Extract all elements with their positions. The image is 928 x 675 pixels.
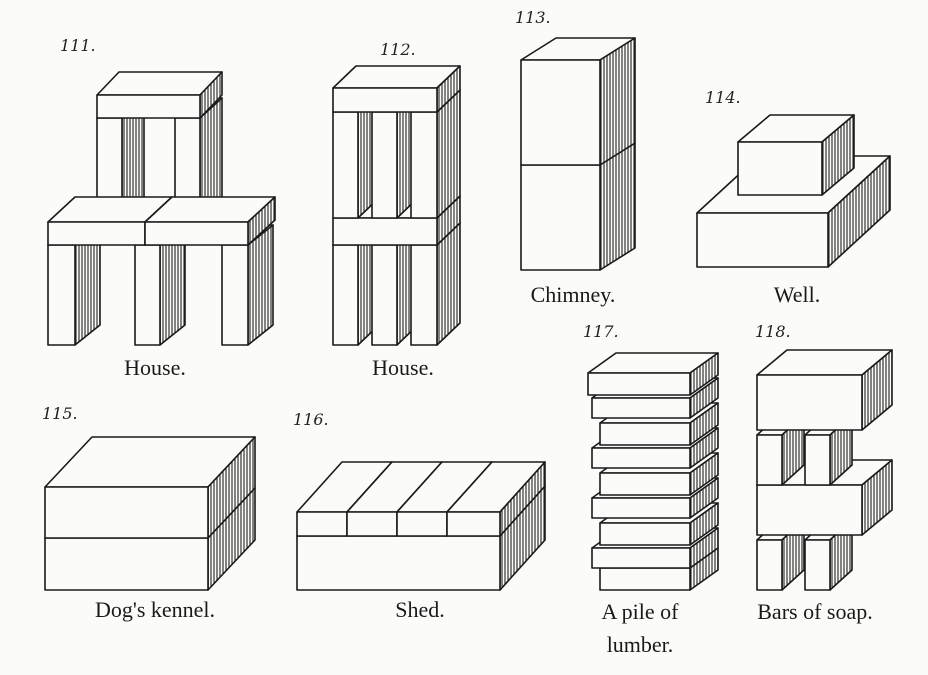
caption-bars-of-soap: Bars of soap.	[757, 599, 873, 624]
block-front-face	[410, 244, 438, 346]
block-front-face	[296, 535, 501, 591]
block-front-face	[696, 212, 829, 268]
block-side-face	[599, 37, 636, 166]
block	[44, 436, 256, 539]
block-front-face	[44, 537, 209, 591]
block	[520, 37, 636, 166]
block-front-face	[371, 111, 398, 219]
caption-lumber-line2: lumber.	[606, 632, 674, 657]
block-front-face	[332, 217, 438, 246]
figure-117-lumber	[587, 352, 719, 591]
figure-113-chimney	[520, 37, 636, 271]
block-front-face	[756, 539, 783, 591]
block-front-face	[756, 374, 863, 431]
block	[96, 71, 223, 119]
figure-116-shed	[296, 461, 546, 591]
figure-number-112: 112.	[380, 40, 416, 59]
block-front-face	[47, 244, 76, 346]
block	[587, 352, 719, 396]
caption-lumber-line1: A pile of	[601, 599, 679, 624]
block-front-face	[599, 422, 691, 446]
block-front-face	[587, 372, 691, 396]
block-front-face	[599, 472, 691, 496]
block-front-face	[591, 447, 691, 469]
figure-number-111: 111.	[60, 36, 96, 55]
block-front-face	[396, 511, 448, 537]
figure-number-117: 117.	[583, 322, 619, 341]
block	[756, 349, 893, 431]
figure-number-115: 115.	[42, 404, 78, 423]
block-front-face	[332, 111, 359, 219]
block-front-face	[346, 511, 398, 537]
block-front-face	[520, 164, 601, 271]
block	[446, 461, 546, 537]
block	[96, 97, 145, 223]
block-front-face	[520, 59, 601, 166]
block-front-face	[96, 94, 201, 119]
block-front-face	[332, 244, 359, 346]
block-front-face	[332, 87, 438, 113]
block-front-face	[756, 434, 783, 486]
figure-118-soap	[756, 349, 893, 591]
block-front-face	[144, 221, 249, 246]
caption-house-112: House.	[372, 355, 434, 380]
block-front-face	[221, 244, 249, 346]
block-front-face	[737, 141, 823, 196]
figure-112-house	[332, 65, 461, 346]
figure-number-113: 113.	[515, 8, 551, 27]
block-front-face	[804, 539, 831, 591]
block-front-face	[756, 484, 863, 536]
block-front-face	[446, 511, 501, 537]
block-front-face	[371, 244, 398, 346]
block-front-face	[804, 434, 831, 486]
block-front-face	[134, 244, 161, 346]
caption-well: Well.	[773, 282, 821, 307]
block-front-face	[47, 221, 146, 246]
figure-number-118: 118.	[755, 322, 791, 341]
block-front-face	[296, 511, 348, 537]
block-side-face	[247, 224, 274, 346]
block-front-face	[591, 497, 691, 519]
block	[756, 414, 805, 486]
figure-number-116: 116.	[293, 410, 329, 429]
figure-114-well	[696, 114, 891, 268]
block-front-face	[591, 397, 691, 419]
block-front-face	[410, 111, 438, 219]
block-front-face	[591, 547, 691, 569]
block	[144, 196, 276, 246]
caption-house-111: House.	[124, 355, 186, 380]
block	[737, 114, 855, 196]
figure-number-114: 114.	[705, 88, 741, 107]
block	[756, 519, 805, 591]
block-front-face	[599, 567, 691, 591]
caption-dogs-kennel: Dog's kennel.	[94, 597, 216, 622]
block	[332, 65, 461, 113]
block-front-face	[599, 522, 691, 546]
caption-shed: Shed.	[395, 597, 445, 622]
figure-111-house	[47, 71, 276, 346]
figure-115-kennel	[44, 436, 256, 591]
block-front-face	[44, 486, 209, 539]
caption-chimney: Chimney.	[530, 282, 616, 307]
